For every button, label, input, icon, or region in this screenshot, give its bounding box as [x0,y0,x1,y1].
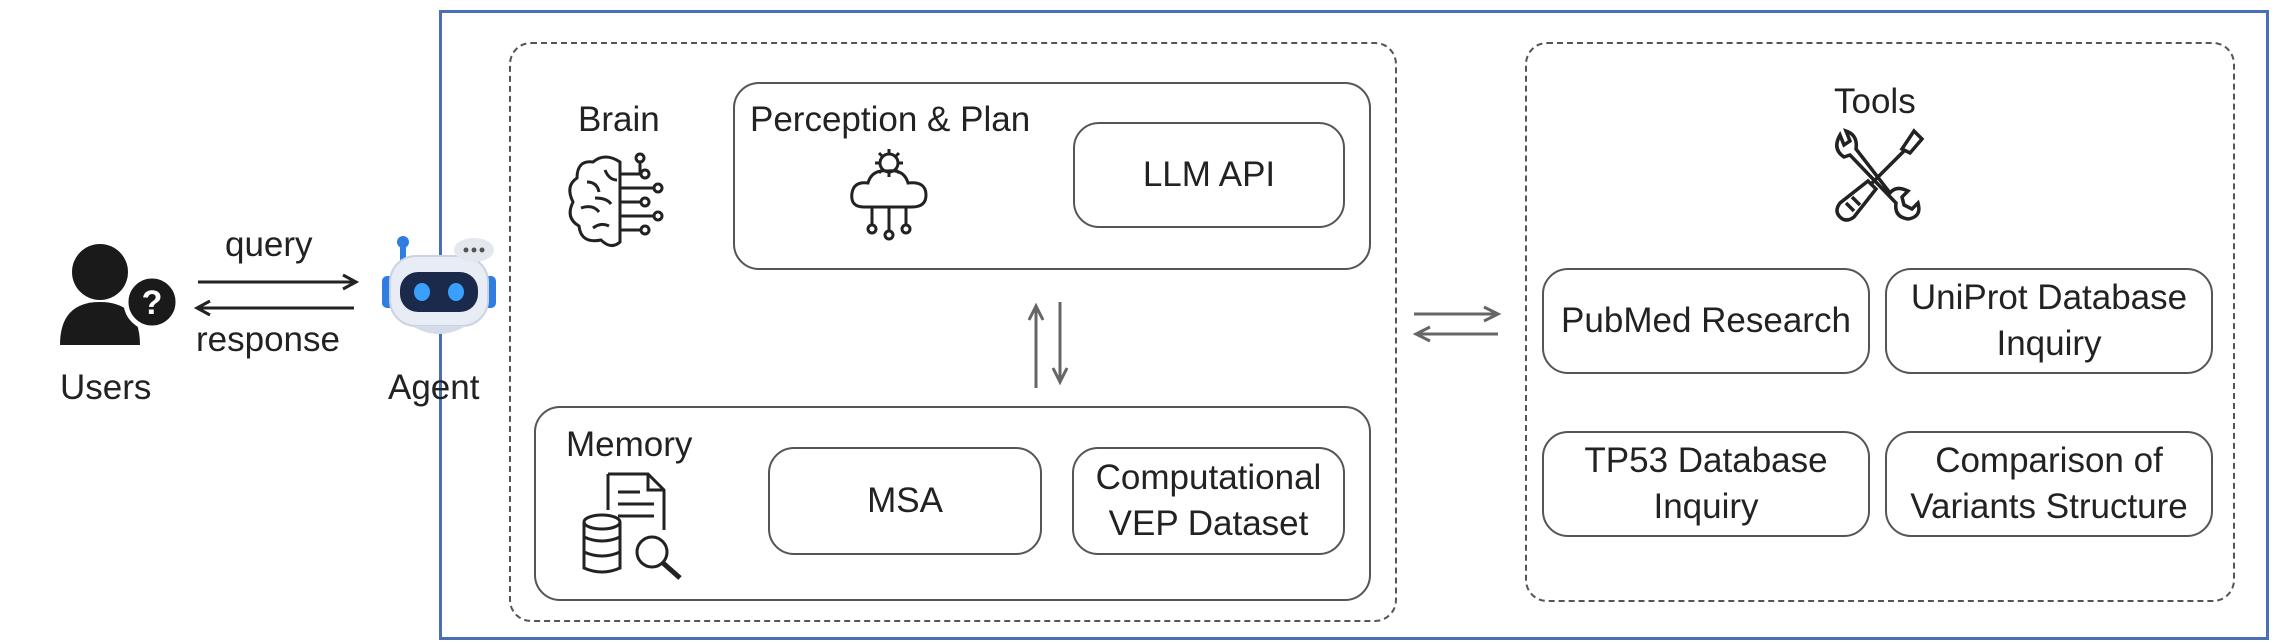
response-arrow [193,299,354,317]
perception-plan-label: Perception & Plan [750,100,1031,139]
tool-pubmed-label: PubMed Research [1561,301,1851,340]
agent-label: Agent [388,368,480,407]
brain-memory-group [509,42,1397,622]
brain-label: Brain [578,100,660,139]
tool-tp53-label: TP53 Database Inquiry [1584,441,1828,526]
tool-variant-structure-label: Comparison of Variants Structure [1910,441,2188,526]
tool-pubmed-box: PubMed Research [1542,268,1870,374]
memory-label: Memory [566,425,693,464]
query-arrow [198,273,360,291]
users-label: Users [60,368,152,407]
vep-dataset-box: Computational VEP Dataset [1072,447,1345,555]
tool-uniprot-label: UniProt Database Inquiry [1910,278,2188,363]
msa-label: MSA [867,481,943,520]
document-database-search-icon [582,472,682,580]
llm-api-label: LLM API [1142,155,1276,194]
tools-label: Tools [1834,82,1916,121]
user-question-icon: ? [60,244,181,345]
tools-group [1525,42,2235,602]
brain-icon [568,152,664,247]
response-label: response [196,320,340,359]
tools-exchange-arrows [1412,305,1502,343]
cloud-gear-icon [850,149,928,241]
brain-memory-arrows [1027,302,1069,388]
robot-agent-icon [382,236,496,334]
tool-tp53-box: TP53 Database Inquiry [1542,431,1870,537]
svg-text:?: ? [142,284,163,322]
vep-dataset-label: Computational VEP Dataset [1095,458,1322,543]
query-label: query [225,225,313,264]
llm-api-box: LLM API [1073,122,1345,228]
tool-variant-structure-box: Comparison of Variants Structure [1885,431,2213,537]
msa-box: MSA [768,447,1042,555]
tool-uniprot-box: UniProt Database Inquiry [1885,268,2213,374]
wrench-screwdriver-icon [1835,128,1925,222]
